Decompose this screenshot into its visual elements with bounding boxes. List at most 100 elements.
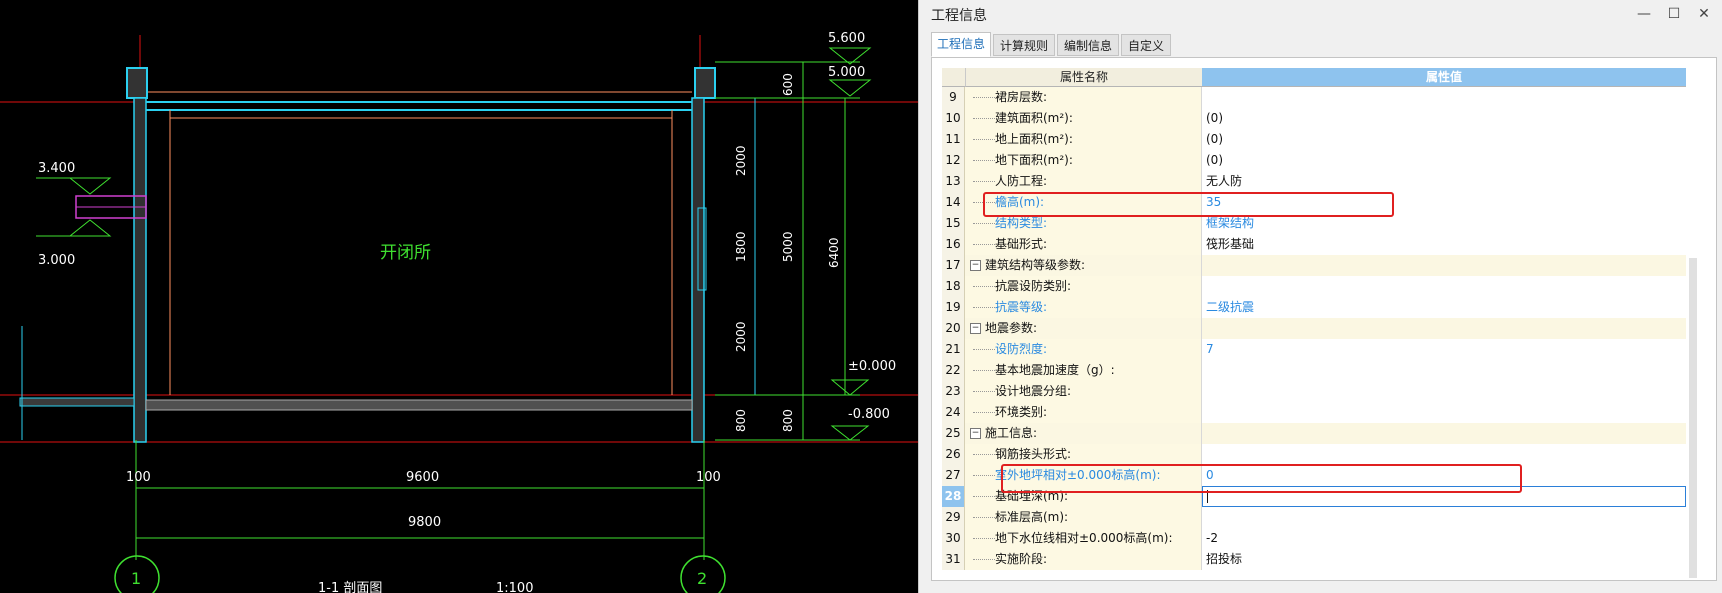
property-name-cell[interactable]: 檐高(m): [965, 192, 1202, 213]
property-value-cell[interactable]: (0) [1202, 108, 1686, 129]
minimize-icon[interactable]: — [1637, 6, 1651, 22]
cad-drawing-area[interactable]: 开闭所 5.600 5.000 3.400 3.000 ±0.000 -0.80… [0, 0, 918, 593]
row-number[interactable]: 17 [942, 255, 965, 276]
row-number[interactable]: 28 [942, 486, 965, 507]
tab-custom[interactable]: 自定义 [1121, 34, 1171, 56]
property-value-cell[interactable]: 35 [1202, 192, 1686, 213]
table-row[interactable]: 25−施工信息: [942, 423, 1686, 444]
row-number[interactable]: 15 [942, 213, 965, 234]
collapse-icon[interactable]: − [970, 428, 981, 439]
row-number[interactable]: 21 [942, 339, 965, 360]
property-name-cell[interactable]: 人防工程: [965, 171, 1202, 192]
property-name-cell[interactable]: 钢筋接头形式: [965, 444, 1202, 465]
tab-calc-rules[interactable]: 计算规则 [993, 34, 1055, 56]
row-number[interactable]: 26 [942, 444, 965, 465]
property-value-cell[interactable]: 框架结构 [1202, 213, 1686, 234]
property-value-cell[interactable]: 筏形基础 [1202, 234, 1686, 255]
maximize-icon[interactable]: ☐ [1667, 6, 1681, 22]
row-number[interactable]: 29 [942, 507, 965, 528]
property-value-cell[interactable] [1202, 381, 1686, 402]
property-name-cell[interactable]: −地震参数: [965, 318, 1202, 339]
property-value-cell[interactable]: 7 [1202, 339, 1686, 360]
row-number[interactable]: 23 [942, 381, 965, 402]
property-value-cell[interactable]: -2 [1202, 528, 1686, 549]
property-value-cell[interactable] [1202, 255, 1686, 276]
tab-project-info[interactable]: 工程信息 [931, 32, 991, 57]
collapse-icon[interactable]: − [970, 323, 981, 334]
property-name-cell[interactable]: 结构类型: [965, 213, 1202, 234]
property-name-cell[interactable]: −施工信息: [965, 423, 1202, 444]
collapse-icon[interactable]: − [970, 260, 981, 271]
row-number[interactable]: 18 [942, 276, 965, 297]
property-value-cell[interactable]: 无人防 [1202, 171, 1686, 192]
tab-compile-info[interactable]: 编制信息 [1057, 34, 1119, 56]
property-value-cell[interactable]: 二级抗震 [1202, 297, 1686, 318]
property-name-cell[interactable]: 裙房层数: [965, 87, 1202, 108]
property-value-cell[interactable] [1202, 507, 1686, 528]
property-name-cell[interactable]: 室外地坪相对±0.000标高(m): [965, 465, 1202, 486]
row-number[interactable]: 13 [942, 171, 965, 192]
row-number[interactable]: 14 [942, 192, 965, 213]
table-row[interactable]: 20−地震参数: [942, 318, 1686, 339]
property-value-cell[interactable]: 招投标 [1202, 549, 1686, 570]
row-number[interactable]: 9 [942, 87, 965, 108]
row-number[interactable]: 11 [942, 129, 965, 150]
property-value-cell[interactable] [1202, 423, 1686, 444]
property-value-cell[interactable] [1202, 276, 1686, 297]
row-number[interactable]: 27 [942, 465, 965, 486]
property-value-cell[interactable] [1202, 360, 1686, 381]
row-number[interactable]: 31 [942, 549, 965, 570]
close-icon[interactable]: ✕ [1698, 6, 1710, 22]
property-name-cell[interactable]: 基本地震加速度（g）: [965, 360, 1202, 381]
row-number[interactable]: 12 [942, 150, 965, 171]
table-row[interactable]: 17−建筑结构等级参数: [942, 255, 1686, 276]
property-name-cell[interactable]: 设计地震分组: [965, 381, 1202, 402]
property-value-cell[interactable] [1202, 402, 1686, 423]
property-name-cell[interactable]: 环境类别: [965, 402, 1202, 423]
row-number[interactable]: 10 [942, 108, 965, 129]
header-property-value[interactable]: 属性值 [1202, 68, 1686, 87]
property-name-cell[interactable]: 建筑面积(m²): [965, 108, 1202, 129]
property-name-cell[interactable]: 设防烈度: [965, 339, 1202, 360]
property-name-cell[interactable]: 抗震等级: [965, 297, 1202, 318]
row-number[interactable]: 30 [942, 528, 965, 549]
property-value-cell[interactable] [1202, 444, 1686, 465]
row-number[interactable]: 22 [942, 360, 965, 381]
property-name-cell[interactable]: 地下水位线相对±0.000标高(m): [965, 528, 1202, 549]
vertical-scrollbar[interactable] [1689, 258, 1697, 578]
property-name-cell[interactable]: 标准层高(m): [965, 507, 1202, 528]
property-value-cell[interactable]: (0) [1202, 129, 1686, 150]
property-value-cell[interactable] [1202, 318, 1686, 339]
property-name-cell[interactable]: 抗震设防类别: [965, 276, 1202, 297]
property-name-cell[interactable]: 地上面积(m²): [965, 129, 1202, 150]
row-number[interactable]: 25 [942, 423, 965, 444]
property-value-cell[interactable]: 0 [1202, 465, 1686, 486]
property-name-cell[interactable]: −建筑结构等级参数: [965, 255, 1202, 276]
row-number[interactable]: 20 [942, 318, 965, 339]
row-number[interactable]: 24 [942, 402, 965, 423]
row-number[interactable]: 19 [942, 297, 965, 318]
property-name-cell[interactable]: 实施阶段: [965, 549, 1202, 570]
property-value-cell[interactable]: (0) [1202, 150, 1686, 171]
row-number[interactable]: 16 [942, 234, 965, 255]
property-name-cell[interactable]: 地下面积(m²): [965, 150, 1202, 171]
property-value-cell[interactable] [1202, 87, 1686, 108]
header-property-name[interactable]: 属性名称 [965, 68, 1202, 87]
